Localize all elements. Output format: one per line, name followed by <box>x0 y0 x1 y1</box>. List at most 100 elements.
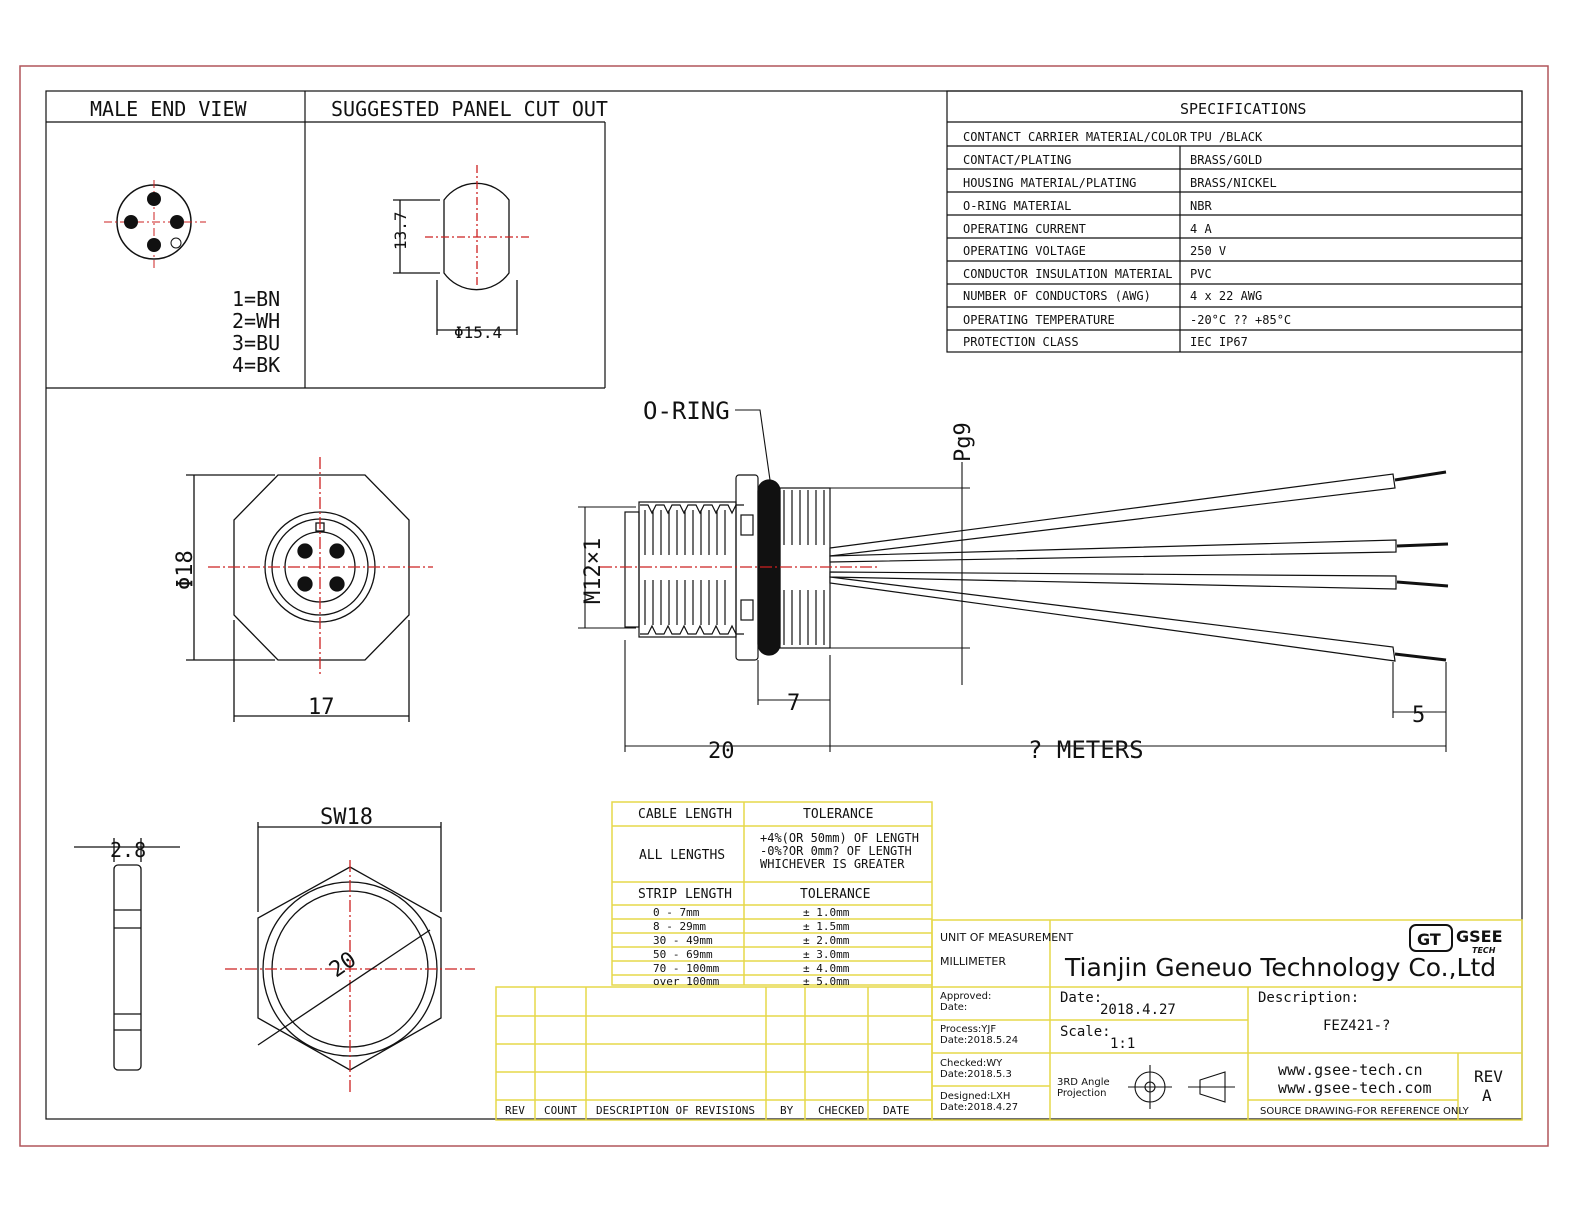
oring-label: O-RING <box>643 397 730 425</box>
approved-date: Date: <box>940 1002 967 1013</box>
checked-date: Date:2018.5.3 <box>940 1069 1012 1080</box>
spec-value: 4 x 22 AWG <box>1190 289 1262 303</box>
spec-label: CONTACT/PLATING <box>963 153 1071 167</box>
source-note: SOURCE DRAWING-FOR REFERENCE ONLY <box>1260 1106 1470 1117</box>
pinout-2: 2=WH <box>232 309 280 333</box>
company-name: Tianjin Geneuo Technology Co.,Ltd <box>1064 953 1496 982</box>
panel-cut-out-title: SUGGESTED PANEL CUT OUT <box>331 97 608 121</box>
spec-title: SPECIFICATIONS <box>1180 100 1306 118</box>
spec-table-lines <box>946 90 1523 353</box>
revision-headers: REV COUNT DESCRIPTION OF REVISIONS BY CH… <box>505 1104 910 1117</box>
checked-label: Checked:WY <box>940 1058 1003 1069</box>
spec-value: BRASS/GOLD <box>1190 153 1262 167</box>
strip-label: 5 <box>1412 703 1425 728</box>
pin-1 <box>147 192 161 206</box>
spec-label: CONDUCTOR INSULATION MATERIAL <box>963 267 1173 281</box>
wire-ends <box>1394 470 1449 662</box>
outer-frame <box>19 65 1549 1147</box>
designed-label: Designed:LXH <box>940 1091 1010 1102</box>
spec-value: TPU /BLACK <box>1190 130 1263 144</box>
revision-table-lines <box>495 986 933 1121</box>
spec-value: -20°C ?? +85°C <box>1190 313 1291 327</box>
nut-side-view <box>74 838 180 1071</box>
nut-sw-label: SW18 <box>320 805 373 830</box>
nut-thickness-label: 2.8 <box>110 838 146 862</box>
rev-col-date: DATE <box>883 1104 910 1117</box>
tol-row-tol: ± 4.0mm <box>803 962 850 975</box>
rev-col-rev: REV <box>505 1104 525 1117</box>
panel-diameter-label: Φ15.4 <box>454 323 502 342</box>
tol-all-line: -0%?OR 0mm? OF LENGTH <box>760 844 912 858</box>
scale-value: 1:1 <box>1110 1036 1135 1052</box>
logo-gt: GT <box>1417 930 1441 949</box>
pin-2 <box>170 215 184 229</box>
thread-label: M12×1 <box>581 538 606 604</box>
male-end-view-title: MALE END VIEW <box>90 97 247 121</box>
scale-label: Scale: <box>1060 1024 1111 1040</box>
pg-label: Pg9 <box>951 422 976 462</box>
spec-value: BRASS/NICKEL <box>1190 176 1277 190</box>
front-view <box>186 457 433 722</box>
spec-label: O-RING MATERIAL <box>963 199 1071 213</box>
rev-col-checked: CHECKED <box>818 1104 864 1117</box>
spec-label: OPERATING VOLTAGE <box>963 244 1086 258</box>
nut-front-view <box>225 822 475 1092</box>
male-end-view <box>104 180 206 270</box>
pin-3 <box>147 238 161 252</box>
spec-value: NBR <box>1190 199 1212 213</box>
tol-header-cable: CABLE LENGTH <box>638 807 732 822</box>
tol-header-tolerance-2: TOLERANCE <box>800 887 870 902</box>
tol-row-tol: ± 3.0mm <box>803 948 850 961</box>
spec-value: IEC IP67 <box>1190 335 1248 349</box>
spec-label: OPERATING TEMPERATURE <box>963 313 1115 327</box>
unit-value: MILLIMETER <box>940 955 1006 968</box>
len7-label: 7 <box>787 691 800 716</box>
approvals: Approved: Date: Process:YJF Date:2018.5.… <box>940 991 1018 1113</box>
description-label: Description: <box>1258 990 1359 1006</box>
panel-cutout-drawing <box>393 165 530 335</box>
title-block-lines <box>931 919 1523 1121</box>
tol-row-tol: ± 2.0mm <box>803 934 850 947</box>
website-com: www.gsee-tech.com <box>1278 1079 1432 1097</box>
front-width-label: 17 <box>308 695 335 720</box>
tol-all-line: WHICHEVER IS GREATER <box>760 857 905 871</box>
pinout-1: 1=BN <box>232 287 280 311</box>
meters-label: ? METERS <box>1028 736 1144 764</box>
pinout-4: 4=BK <box>232 353 280 377</box>
tol-all-lengths: ALL LENGTHS <box>639 848 725 863</box>
side-dimensions <box>578 409 1447 752</box>
tol-row-len: over 100mm <box>653 975 720 988</box>
spec-value: 4 A <box>1190 222 1212 236</box>
rev-value: A <box>1482 1086 1492 1105</box>
pin-4 <box>124 215 138 229</box>
spec-value: 250 V <box>1190 244 1226 258</box>
spec-label: NUMBER OF CONDUCTORS (AWG) <box>963 289 1151 303</box>
spec-rows: CONTANCT CARRIER MATERIAL/COLOR TPU /BLA… <box>963 130 1291 349</box>
website-cn: www.gsee-tech.cn <box>1278 1061 1423 1079</box>
rev-col-count: COUNT <box>544 1104 577 1117</box>
tol-row-len: 0 - 7mm <box>653 906 700 919</box>
process-label: Process:YJF <box>940 1024 996 1035</box>
rev-col-description: DESCRIPTION OF REVISIONS <box>596 1104 755 1117</box>
tol-row-tol: ± 1.0mm <box>803 906 850 919</box>
designed-date: Date:2018.4.27 <box>940 1102 1018 1113</box>
tol-row-len: 70 - 100mm <box>653 962 720 975</box>
spec-value: PVC <box>1190 267 1212 281</box>
logo-tech: TECH <box>1472 946 1496 955</box>
spec-label: HOUSING MATERIAL/PLATING <box>963 176 1136 190</box>
tol-row-tol: ± 1.5mm <box>803 920 850 933</box>
approved-label: Approved: <box>940 991 991 1002</box>
spec-label: PROTECTION CLASS <box>963 335 1079 349</box>
rev-label: REV <box>1474 1067 1503 1086</box>
tolerance-table-lines <box>611 801 933 986</box>
projection-symbol-icon <box>1128 1065 1235 1109</box>
cable-wires <box>829 473 1397 662</box>
tolerance-table: CABLE LENGTH TOLERANCE ALL LENGTHS +4%(O… <box>638 807 919 988</box>
tol-header-tolerance: TOLERANCE <box>803 807 873 822</box>
panel-height-label: 13.7 <box>391 211 410 250</box>
front-diameter-label: Φ18 <box>173 550 198 590</box>
tol-row-len: 50 - 69mm <box>653 948 713 961</box>
projection-line-2: Projection <box>1057 1088 1106 1099</box>
views-panel <box>46 91 606 389</box>
rev-col-by: BY <box>780 1104 794 1117</box>
